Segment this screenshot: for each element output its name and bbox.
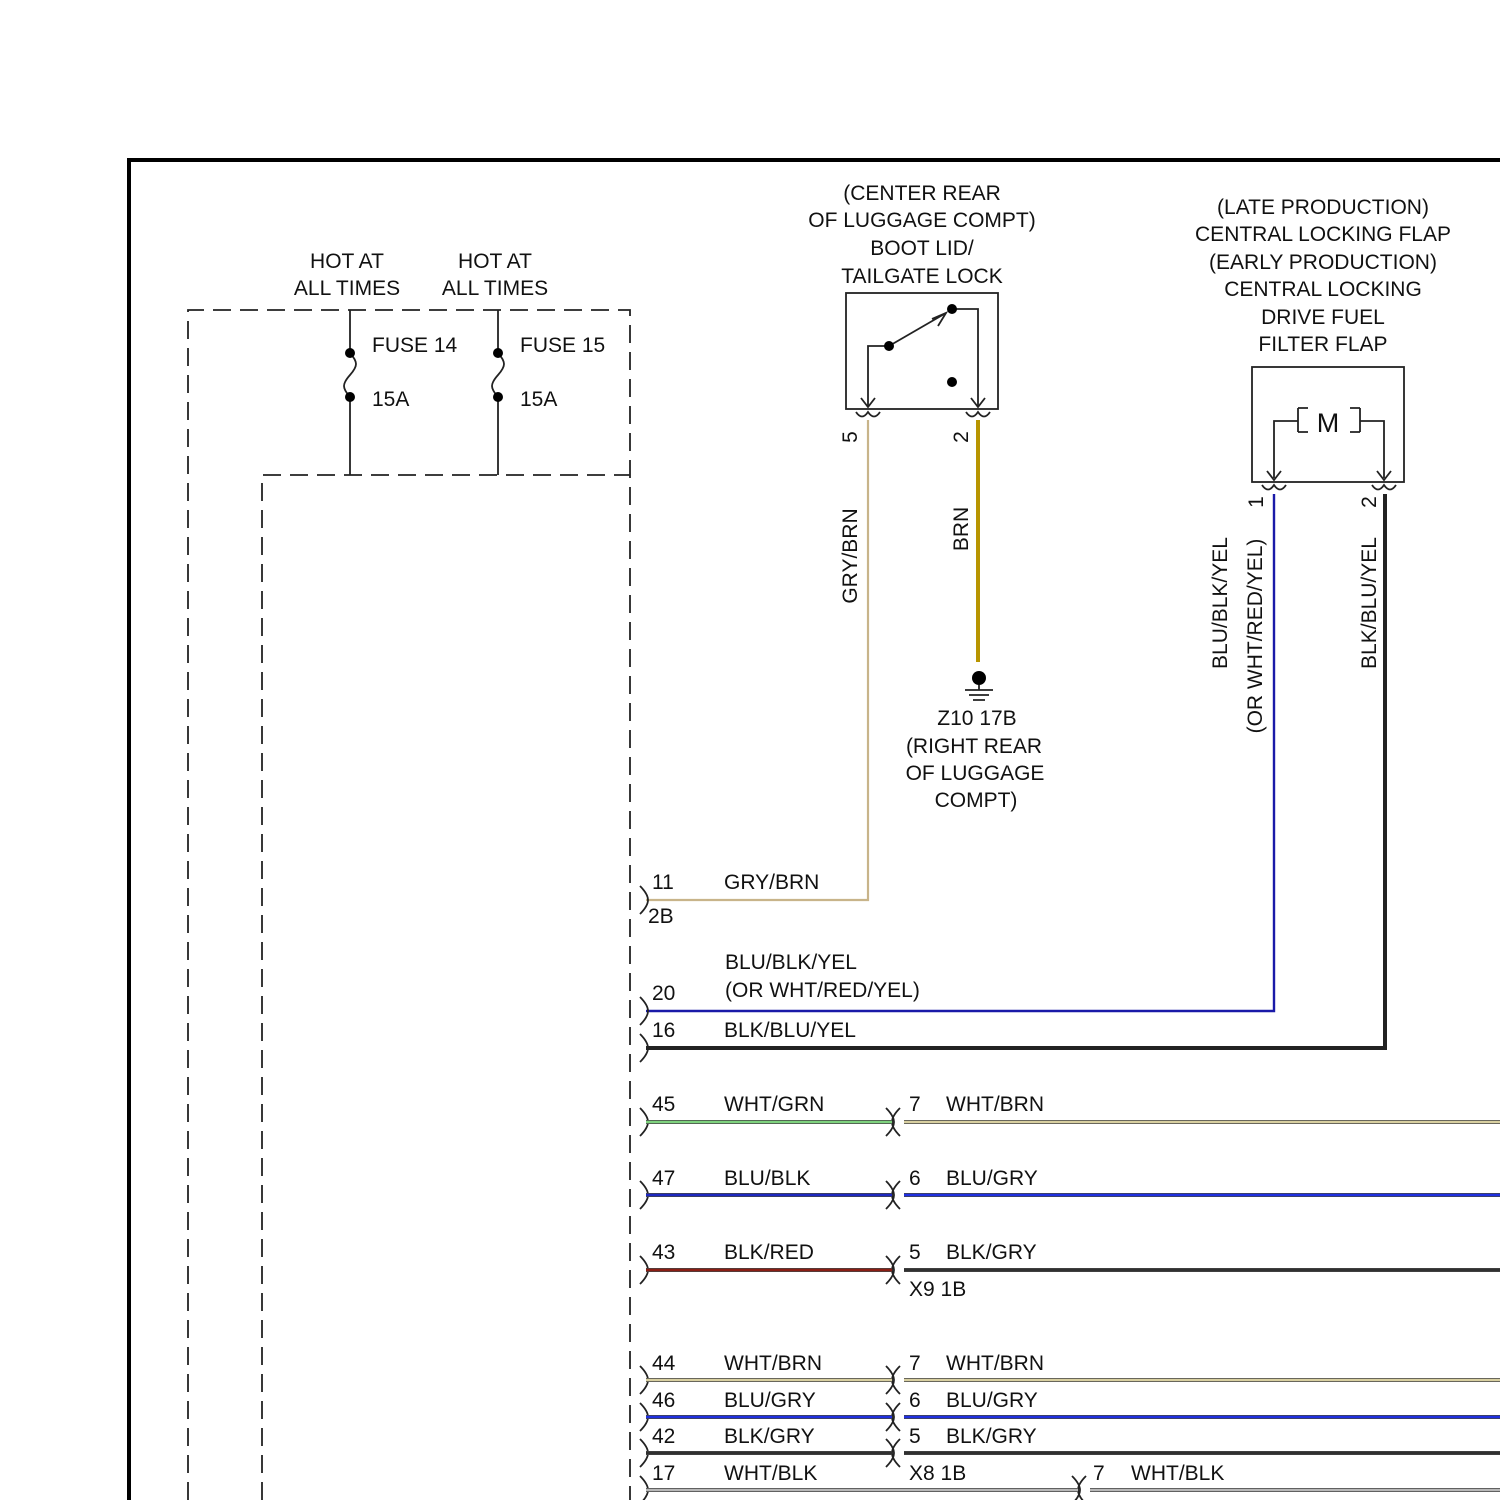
row-pin-16: 16 bbox=[652, 1019, 675, 1042]
ground-label-line1: Z10 17B bbox=[937, 707, 1016, 730]
ground-label-line3: OF LUGGAGE bbox=[906, 762, 1045, 785]
fuel-flap-label-line4: CENTRAL LOCKING bbox=[1224, 278, 1422, 301]
ground-label-line2: (RIGHT REAR bbox=[906, 735, 1042, 758]
fuel-flap-pin-left: 1 bbox=[1245, 496, 1268, 508]
row-out-wire-46: BLU/GRY bbox=[946, 1389, 1038, 1412]
boot-lid-label-line2: OF LUGGAGE COMPT) bbox=[808, 209, 1036, 232]
row-pin-43: 43 bbox=[652, 1241, 675, 1264]
row-out-pin-46: 6 bbox=[909, 1389, 921, 1412]
fuel-flap-pin-right: 2 bbox=[1358, 496, 1381, 508]
row-far-pin-17: 7 bbox=[1093, 1462, 1105, 1485]
switch-contact-closed bbox=[947, 304, 957, 314]
fuse15-hot-line2: ALL TIMES bbox=[442, 277, 548, 300]
row-pin-47: 47 bbox=[652, 1167, 675, 1190]
row-connector-x8-1b: X8 1B bbox=[909, 1462, 966, 1485]
row-out-pin-47: 6 bbox=[909, 1167, 921, 1190]
row-far-wire-17: WHT/BLK bbox=[1131, 1462, 1224, 1485]
row-wire-46: BLU/GRY bbox=[724, 1389, 816, 1412]
row-out-pin-43: 5 bbox=[909, 1241, 921, 1264]
row-connector-x9-1b: X9 1B bbox=[909, 1278, 966, 1301]
connector-rows: 11 GRY/BRN 2B BLU/BLK/YEL (OR WHT/RED/YE… bbox=[640, 871, 1224, 1500]
boot-lid-label-line3: BOOT LID/ bbox=[870, 237, 974, 260]
row-wire-43: BLK/RED bbox=[724, 1241, 814, 1264]
row-pin-20: 20 bbox=[652, 982, 675, 1005]
boot-lid-label-line4: TAILGATE LOCK bbox=[841, 265, 1002, 288]
row-out-wire-47: BLU/GRY bbox=[946, 1167, 1038, 1190]
fuse-15: FUSE 15 15A bbox=[492, 310, 605, 475]
row-wire-11: GRY/BRN bbox=[724, 871, 819, 894]
wire-label-brn: BRN bbox=[950, 507, 973, 551]
fuel-flap-motor: (LATE PRODUCTION) CENTRAL LOCKING FLAP (… bbox=[1195, 196, 1451, 508]
fuel-flap-label-line5: DRIVE FUEL bbox=[1261, 306, 1385, 329]
wire-brn-ground: BRN bbox=[950, 420, 978, 662]
boot-lid-pin-right: 2 bbox=[950, 431, 973, 443]
row-out-pin-45: 7 bbox=[909, 1093, 921, 1116]
row-wire-17: WHT/BLK bbox=[724, 1462, 817, 1485]
row-wire-20-line1: BLU/BLK/YEL bbox=[725, 951, 857, 974]
row-pin-42: 42 bbox=[652, 1425, 675, 1448]
row-out-pin-42: 5 bbox=[909, 1425, 921, 1448]
fuse14-name: FUSE 14 bbox=[372, 334, 458, 357]
fuse-panel-outline bbox=[188, 310, 630, 1500]
row-wire-44: WHT/BRN bbox=[724, 1352, 822, 1375]
wire-label-gry-brn-vertical: GRY/BRN bbox=[839, 508, 862, 603]
wire-label-blu-blk-yel-vertical: BLU/BLK/YEL bbox=[1209, 537, 1232, 669]
motor-symbol: M bbox=[1317, 408, 1340, 438]
row-out-wire-45: WHT/BRN bbox=[946, 1093, 1044, 1116]
fuse-block: HOT AT ALL TIMES HOT AT ALL TIMES FUSE 1… bbox=[188, 250, 630, 1500]
row-pin-45: 45 bbox=[652, 1093, 675, 1116]
boot-lid-lock: (CENTER REAR OF LUGGAGE COMPT) BOOT LID/… bbox=[808, 182, 1036, 443]
row-pin-11: 11 bbox=[652, 871, 674, 894]
fuse15-rating: 15A bbox=[520, 388, 557, 411]
ground-point bbox=[972, 671, 986, 685]
fuel-flap-label-line3: (EARLY PRODUCTION) bbox=[1209, 251, 1437, 274]
row-pin-17: 17 bbox=[652, 1462, 675, 1485]
row-wire-42: BLK/GRY bbox=[724, 1425, 815, 1448]
fuse14-hot-line2: ALL TIMES bbox=[294, 277, 400, 300]
row-out-wire-43: BLK/GRY bbox=[946, 1241, 1037, 1264]
fuse14-hot-line1: HOT AT bbox=[310, 250, 384, 273]
row-pin-44: 44 bbox=[652, 1352, 676, 1375]
fuse-14: FUSE 14 15A bbox=[344, 310, 458, 475]
row-wire-47: BLU/BLK bbox=[724, 1167, 810, 1190]
fuse-panel-inner-outline bbox=[262, 475, 630, 1500]
wire-label-alt-vertical: (OR WHT/RED/YEL) bbox=[1244, 539, 1267, 734]
row-pin-46: 46 bbox=[652, 1389, 675, 1412]
fuel-flap-label-line6: FILTER FLAP bbox=[1258, 333, 1387, 356]
fuse14-rating: 15A bbox=[372, 388, 409, 411]
switch-contact-open bbox=[947, 377, 957, 387]
row-out-wire-44: WHT/BRN bbox=[946, 1352, 1044, 1375]
diagram-frame bbox=[129, 160, 1500, 1500]
boot-lid-label-line1: (CENTER REAR bbox=[843, 182, 1001, 205]
boot-lid-pin-left: 5 bbox=[839, 431, 862, 443]
fuel-flap-label-line2: CENTRAL LOCKING FLAP bbox=[1195, 223, 1451, 246]
wire-gry-brn-vertical: GRY/BRN bbox=[646, 420, 868, 900]
fuel-flap-label-line1: (LATE PRODUCTION) bbox=[1217, 196, 1429, 219]
row-wire-20-line2: (OR WHT/RED/YEL) bbox=[725, 979, 920, 1002]
fuse15-name: FUSE 15 bbox=[520, 334, 605, 357]
row-out-pin-44: 7 bbox=[909, 1352, 921, 1375]
ground-label-line4: COMPT) bbox=[935, 789, 1018, 812]
row-out-wire-42: BLK/GRY bbox=[946, 1425, 1037, 1448]
wire-label-blk-blu-yel-vertical: BLK/BLU/YEL bbox=[1358, 537, 1381, 669]
ground-z10-17b: Z10 17B (RIGHT REAR OF LUGGAGE COMPT) bbox=[906, 671, 1045, 812]
row-wire-16: BLK/BLU/YEL bbox=[724, 1019, 856, 1042]
fuse15-hot-line1: HOT AT bbox=[458, 250, 532, 273]
row-wire-45: WHT/GRN bbox=[724, 1093, 824, 1116]
row-connector-2b: 2B bbox=[648, 905, 674, 928]
switch-pivot bbox=[884, 341, 894, 351]
